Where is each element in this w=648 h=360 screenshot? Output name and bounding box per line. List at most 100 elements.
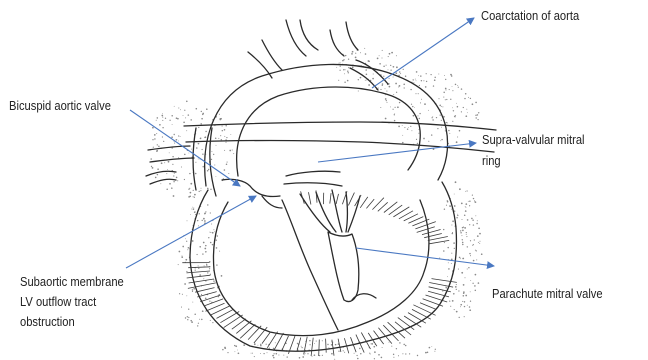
- hatch-line: [197, 292, 216, 297]
- stipple-dot: [399, 102, 400, 103]
- stipple-dot: [216, 247, 218, 249]
- stipple-dot: [444, 242, 445, 243]
- stipple-dot: [156, 150, 158, 152]
- stipple-dot: [314, 354, 316, 356]
- stipple-dot: [347, 80, 349, 82]
- hatch-line: [282, 336, 289, 351]
- hatch-line: [428, 237, 448, 241]
- stipple-dot: [339, 70, 340, 71]
- stipple-dot: [404, 87, 405, 88]
- stipple-dot: [168, 161, 170, 163]
- stipple-dot: [254, 356, 255, 357]
- stipple-dot: [200, 190, 201, 191]
- stipple-dot: [466, 234, 467, 235]
- stipple-dot: [446, 287, 448, 289]
- stipple-dot: [398, 126, 400, 128]
- stipple-dot: [176, 177, 178, 179]
- stipple-dot: [201, 118, 203, 120]
- hatch-line: [309, 192, 311, 204]
- stipple-dot: [434, 77, 435, 78]
- stipple-dot: [399, 85, 400, 86]
- stipple-dot: [199, 246, 201, 248]
- stipple-dot: [449, 205, 450, 206]
- stipple-dot: [420, 102, 421, 103]
- stipple-dot: [251, 353, 252, 354]
- stipple-dot: [382, 83, 384, 85]
- stipple-dot: [443, 250, 445, 252]
- stipple-dot: [193, 208, 194, 209]
- stipple-dot: [195, 173, 197, 175]
- stipple-dot: [209, 268, 210, 269]
- stipple-dot: [212, 244, 214, 246]
- stipple-dot: [191, 321, 193, 323]
- stipple-dot: [222, 349, 224, 351]
- stipple-dot: [152, 167, 154, 169]
- stipple-dot: [198, 143, 200, 145]
- stipple-dot: [276, 353, 278, 355]
- stipple-dot: [432, 119, 433, 120]
- stipple-dot: [184, 179, 185, 180]
- stipple-dot: [269, 348, 270, 349]
- stipple-dot: [368, 60, 370, 62]
- stipple-dot: [179, 251, 181, 253]
- stipple-dot: [169, 152, 170, 153]
- stipple-dot: [476, 223, 478, 225]
- stipple-dot: [457, 106, 459, 108]
- stipple-dot: [221, 139, 222, 140]
- stipple-dot: [196, 108, 198, 110]
- stipple-dot: [389, 86, 391, 88]
- stipple-dot: [348, 72, 349, 73]
- stipple-dot: [162, 127, 163, 128]
- stipple-dot: [388, 69, 389, 70]
- stipple-dot: [463, 107, 464, 108]
- stipple-dot: [187, 220, 188, 221]
- stipple-dot: [468, 267, 469, 268]
- arrow-supravalvular: [318, 143, 476, 162]
- stipple-dot: [474, 239, 475, 240]
- stipple-dot: [222, 126, 223, 127]
- stipple-dot: [460, 230, 461, 231]
- stipple-dot: [456, 217, 457, 218]
- stipple-dot: [445, 79, 446, 80]
- stipple-dot: [439, 105, 441, 107]
- stipple-dot: [328, 347, 329, 348]
- stipple-dot: [467, 268, 468, 269]
- stipple-dot: [391, 52, 393, 54]
- stipple-dot: [193, 196, 194, 197]
- stipple-dot: [178, 140, 179, 141]
- stipple-dot: [219, 251, 220, 252]
- stipple-dot: [461, 235, 462, 236]
- stipple-dot: [169, 120, 170, 121]
- stipple-dot: [451, 75, 453, 77]
- stipple-dot: [411, 104, 412, 105]
- stipple-dot: [198, 127, 199, 128]
- stipple-dot: [157, 117, 159, 119]
- stipple-dot: [152, 139, 153, 140]
- stipple-dot: [450, 306, 451, 307]
- stipple-dot: [472, 219, 474, 221]
- stipple-dot: [344, 73, 345, 74]
- stipple-dot: [441, 127, 442, 128]
- stipple-dot: [438, 74, 439, 75]
- stipple-dot: [220, 135, 221, 136]
- stipple-dot: [254, 343, 256, 345]
- stipple-dot: [451, 209, 452, 210]
- stipple-dot: [475, 201, 477, 203]
- stipple-dot: [393, 357, 394, 358]
- stipple-dot: [381, 357, 383, 359]
- stipple-dot: [354, 353, 355, 354]
- stipple-dot: [379, 63, 381, 65]
- stipple-dot: [166, 173, 167, 174]
- stipple-dot: [234, 345, 235, 346]
- stipple-dot: [445, 88, 447, 90]
- label-bicuspid-aortic-valve: Bicuspid aortic valve: [9, 96, 111, 115]
- stipple-dot: [202, 310, 204, 312]
- stipple-dot: [186, 130, 187, 131]
- stipple-dot: [479, 243, 480, 244]
- stipple-dot: [478, 242, 479, 243]
- stipple-dot: [263, 353, 264, 354]
- stipple-dot: [378, 354, 380, 356]
- stipple-dot: [196, 254, 197, 255]
- stipple-dot: [475, 115, 476, 116]
- stipple-dot: [446, 99, 447, 100]
